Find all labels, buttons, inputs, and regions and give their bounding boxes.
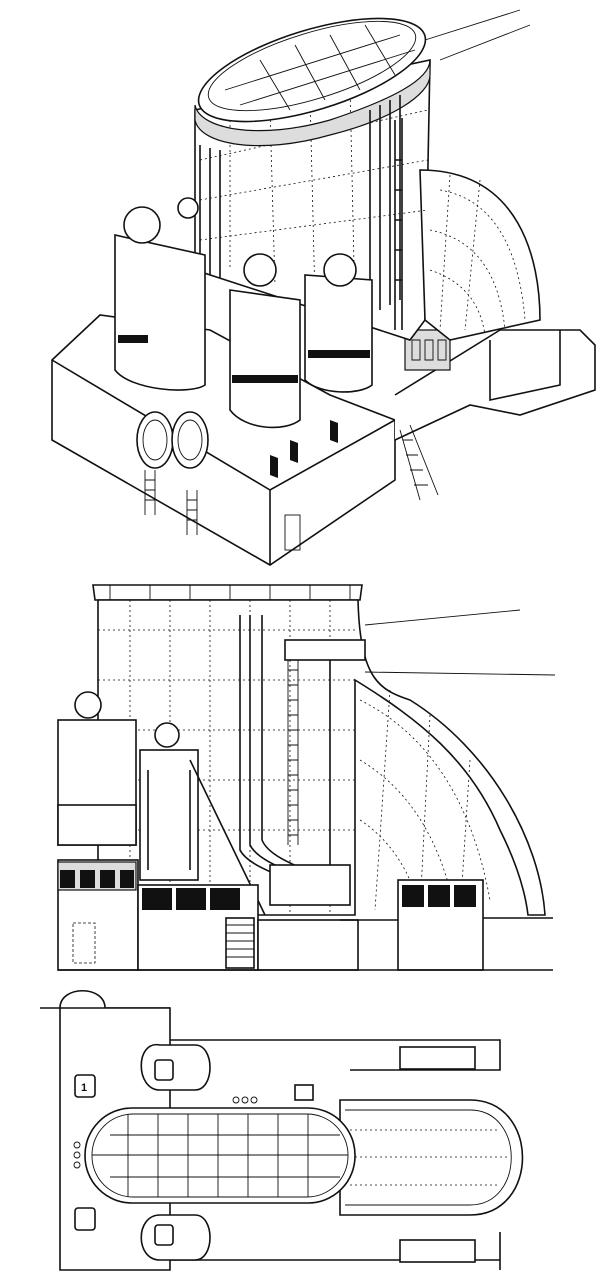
uptake-1-box — [74, 1074, 96, 1098]
uptake-number-label: 1 — [81, 1082, 87, 1094]
isometric-view — [51, 9, 596, 566]
side-elevation — [57, 584, 556, 971]
plan-view: 1 — [40, 989, 524, 1271]
